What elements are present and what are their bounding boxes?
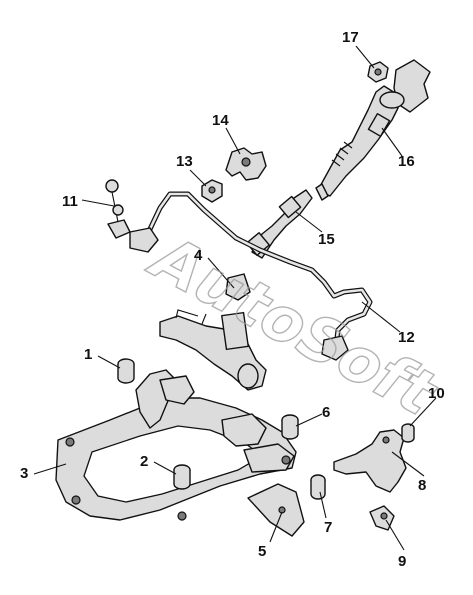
leader-5 — [269, 511, 283, 543]
leader-7 — [319, 491, 327, 519]
leader-3 — [33, 463, 67, 475]
leader-6 — [295, 413, 323, 427]
leader-1 — [97, 355, 121, 369]
callout-2: 2 — [140, 453, 148, 470]
callout-1: 1 — [84, 346, 92, 363]
leader-4 — [207, 257, 235, 289]
leader-15 — [295, 211, 323, 233]
bushing-10-part — [401, 423, 415, 443]
stabilizer-link-part — [105, 179, 131, 239]
callout-17: 17 — [342, 29, 359, 46]
callout-12: 12 — [398, 329, 415, 346]
leader-lines — [33, 45, 437, 551]
leader-11 — [81, 199, 115, 207]
callout-13: 13 — [176, 153, 193, 170]
callout-11: 11 — [62, 193, 78, 210]
callout-7: 7 — [324, 519, 332, 536]
leader-12 — [361, 301, 401, 333]
callout-5: 5 — [258, 543, 266, 560]
steering-rack-part — [159, 273, 267, 391]
leader-9 — [385, 519, 405, 551]
callout-6: 6 — [322, 404, 330, 421]
leader-8 — [391, 451, 425, 477]
plate-5-part — [247, 483, 305, 537]
callout-9: 9 — [398, 553, 406, 570]
callout-8: 8 — [418, 477, 426, 494]
callout-4: 4 — [194, 247, 203, 264]
callout-numbers: 1 2 3 4 5 6 7 8 9 10 11 12 13 14 15 16 1… — [20, 29, 445, 570]
subframe-part — [55, 369, 297, 521]
bushing-1-part — [117, 358, 135, 384]
bracket-14-part — [225, 147, 267, 181]
leader-13 — [189, 169, 207, 187]
callout-3: 3 — [20, 465, 28, 482]
stabilizer-bar-part — [129, 191, 373, 361]
bushing-7-part — [310, 474, 326, 500]
leader-10 — [409, 397, 437, 427]
leader-14 — [225, 127, 241, 155]
callout-10: 10 — [428, 385, 445, 402]
callout-14: 14 — [212, 112, 229, 129]
bushing-6-part — [281, 414, 299, 440]
bushing-13-part — [201, 179, 223, 203]
control-arm-part — [333, 429, 407, 493]
steering-column-part — [315, 59, 431, 201]
bushing-2-part — [173, 464, 191, 490]
leader-2 — [153, 461, 177, 475]
leader-16 — [381, 127, 403, 157]
leader-17 — [355, 45, 375, 69]
callout-15: 15 — [318, 231, 335, 248]
callout-16: 16 — [398, 153, 415, 170]
